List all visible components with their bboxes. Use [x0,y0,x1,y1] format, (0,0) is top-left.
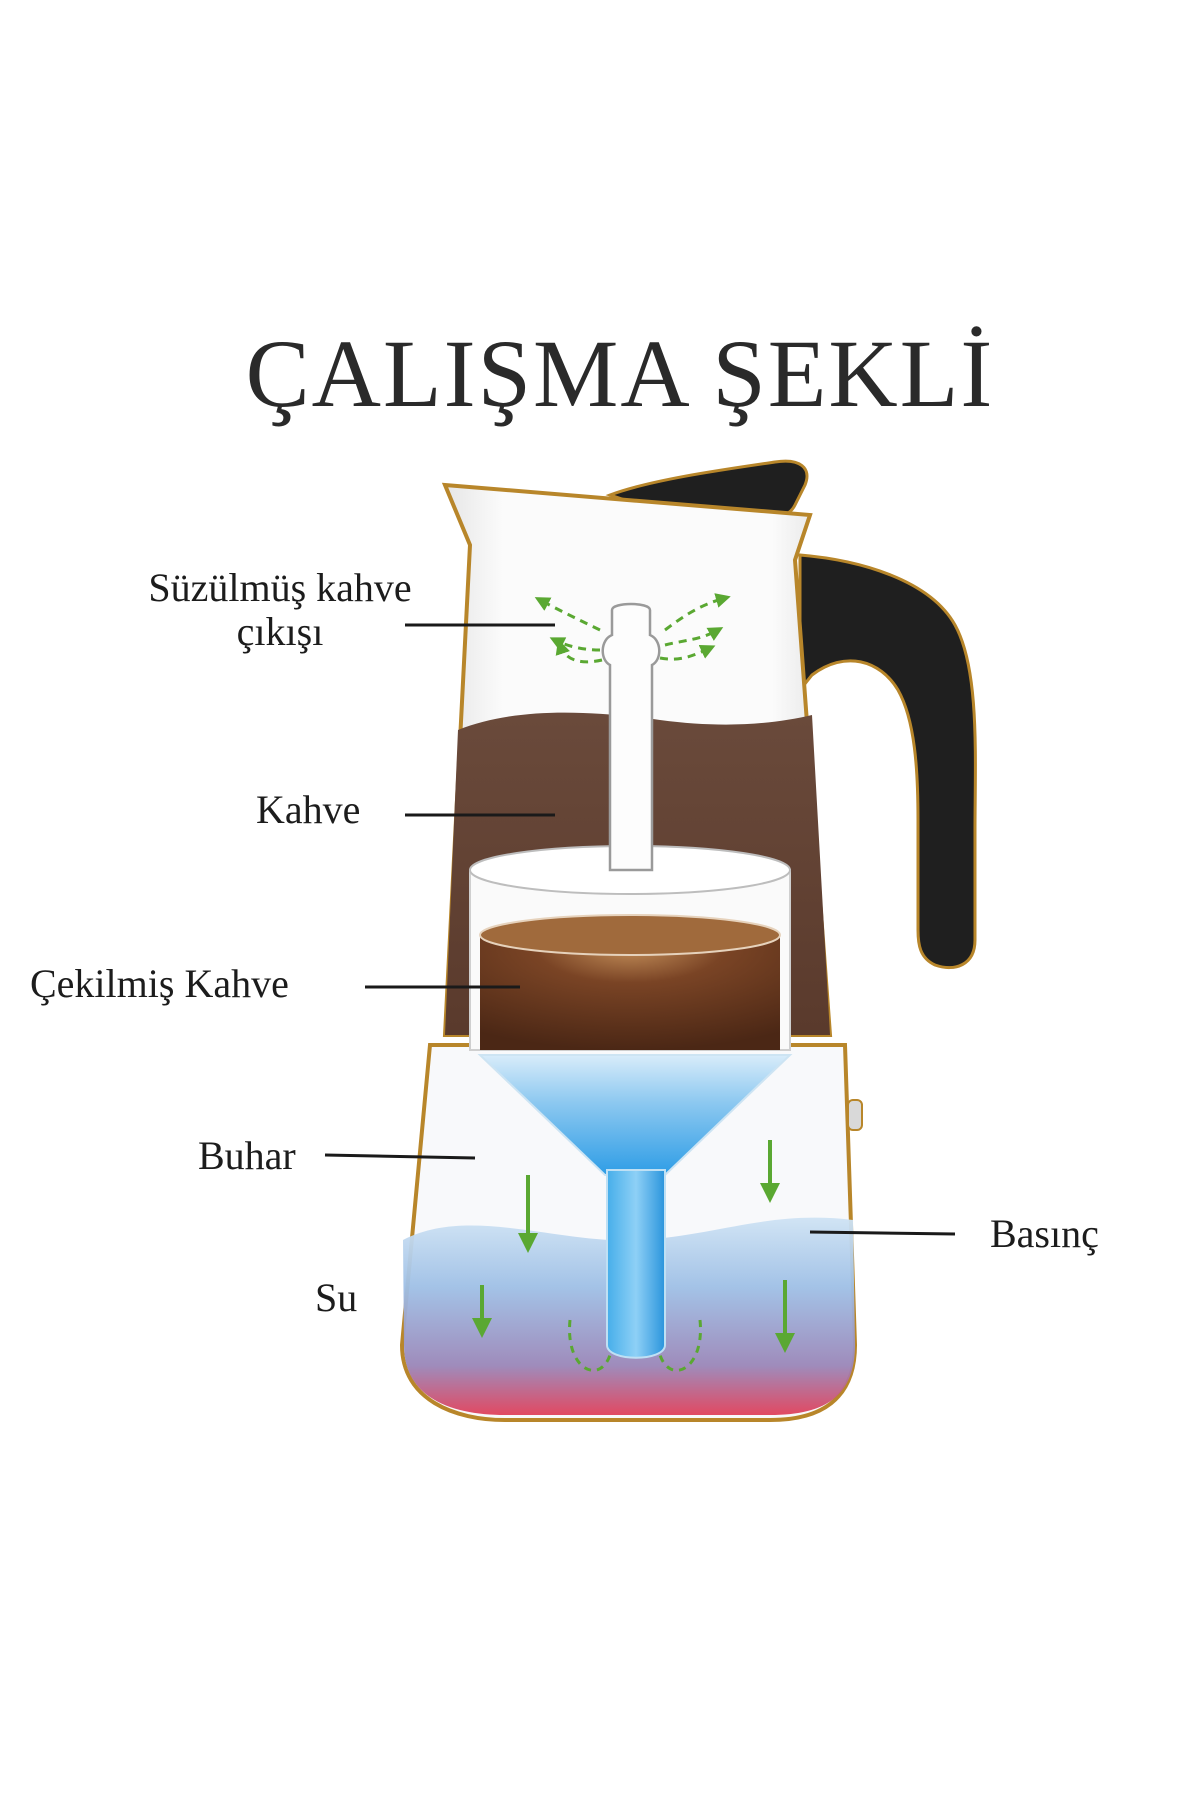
label-filtered-coffee-outlet-line2: çıkışı [236,609,324,654]
pot-handle [798,553,977,970]
label-pressure: Basınç [990,1211,1099,1256]
outlet-flow-arrows [534,593,731,664]
label-ground-coffee: Çekilmiş Kahve [30,961,289,1006]
label-filtered-coffee-outlet-line1: Süzülmüş kahve [148,565,412,610]
leader-lines [324,623,956,1236]
leader-steam [324,1153,476,1160]
leader-pressure [809,1230,956,1236]
side-valve [847,1099,863,1131]
label-filtered-coffee-outlet: Süzülmüş kahve çıkışı [120,566,440,654]
pressure-arrows [472,1140,795,1353]
diagram-title: ÇALIŞMA ŞEKLİ [245,320,995,427]
outlet-stem [601,602,661,872]
label-coffee: Kahve [256,787,361,832]
label-water: Su [315,1275,358,1320]
water-intake-curves [568,1319,702,1372]
ground-coffee-surface [479,914,781,956]
funnel-tube [606,1169,666,1359]
ground-coffee [480,935,780,1050]
label-steam: Buhar [198,1133,296,1178]
